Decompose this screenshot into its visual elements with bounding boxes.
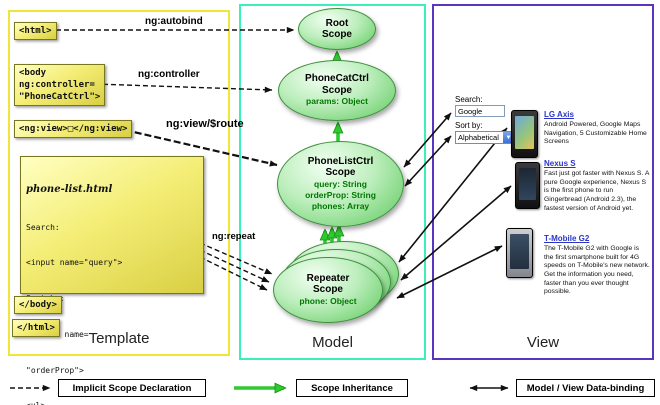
phone-desc-lg-axis: Android Powered, Google Maps Navigation,… [544,121,647,146]
phone-screen [510,234,529,269]
phone-screen [515,116,534,149]
root-scope-line1: Root [325,17,349,29]
arrow-bind-search [403,112,452,168]
phonelist-scope-title: PhoneListCtrl Scope [308,156,374,179]
phone-link-nexus-s[interactable]: Nexus S [544,159,576,168]
chevron-down-icon: ▼ [503,132,514,143]
body-open-line2: ng:controller= [19,80,95,91]
phonecat-scope-line1: PhoneCatCtrl [305,73,369,85]
repeater-scope-line2: Scope [312,284,343,296]
template-panel-label: Template [88,330,150,347]
phonelist-scope-prop-query: query: String [314,178,367,189]
phone-desc-nexus-s: Fast just got faster with Nexus S. A pur… [544,170,650,212]
sort-label: Sort by: [455,121,483,130]
phone-image-lg-axis [511,110,538,158]
phone-screen [519,168,536,200]
legend-databinding-label: Model / View Data-binding [526,382,645,394]
phone-list-template-box: phone-list.html Search: <input name="que… [20,156,204,405]
legend-implicit-scope-declaration: Implicit Scope Declaration [58,379,206,397]
model-panel-label: Model [312,334,353,351]
sort-select[interactable]: Alphabetical ▼ [455,131,515,144]
repeater-scope-prop: phone: Object [299,295,357,306]
phonecat-scope-line2: Scope [321,84,352,96]
arrow-bind-phone-2 [400,185,512,281]
body-open-tag: <body ng:controller= "PhoneCatCtrl"> [14,64,106,107]
phone-list-title: phone-list.html [26,184,113,196]
arrow-bind-phone-3 [396,245,503,299]
label-ng-repeat: ng:repeat [212,231,256,242]
phonelist-scope-line2: Scope [325,167,356,179]
arrow-bind-phone-1 [398,127,508,263]
body-open-line3: "PhoneCatCtrl"> [19,92,101,103]
label-ng-controller: ng:controller [138,69,200,80]
phone-link-tmobile-g2[interactable]: T-Mobile G2 [544,234,590,243]
ng-view-tag: <ng:view>□</ng:view> [14,120,133,139]
label-ng-view-route: ng:view/$route [166,118,244,130]
html-open-tag: <html> [14,22,57,41]
repeater-scope-line1: Repeater [306,272,350,284]
arrow-ng-repeat-3 [199,256,268,291]
repeater-scope-title: Repeater Scope [307,273,350,296]
phone-image-tmobile-g2 [506,228,533,278]
legend-model-view-databinding: Model / View Data-binding [516,379,655,397]
code-line: "orderProp"> [26,365,84,375]
code-line: <input name="query"> [26,258,123,268]
arrow-ng-controller [94,83,273,93]
phonecat-scope-title: PhoneCatCtrl Scope [305,73,369,96]
body-close-tag: </body> [14,296,62,315]
phone-link-lg-axis[interactable]: LG Axis [544,110,574,119]
phone-desc-tmobile-g2: The T-Mobile G2 with Google is the first… [544,245,650,296]
template-panel [8,10,230,356]
sort-select-value: Alphabetical [458,133,499,142]
code-line: <ul> [26,400,198,405]
arrow-ng-view-route [124,128,278,167]
phonecat-scope-prop: params: Object [306,96,368,107]
phonecat-scope-node: PhoneCatCtrl Scope params: Object [278,60,396,121]
phone-image-nexus-s [515,162,540,209]
repeater-scope-node: Repeater Scope phone: Object [273,257,383,323]
root-scope-title: Root Scope [322,18,352,41]
root-scope-node: Root Scope [298,8,376,50]
legend-scope-inheritance: Scope Inheritance [296,379,408,397]
phonelist-scope-prop-phones: phones: Array [311,201,370,212]
html-close-tag: </html> [12,319,60,338]
root-scope-line2: Scope [321,29,352,40]
body-open-line1: <body [19,68,47,78]
code-line: Search: [26,222,60,232]
legend-inheritance-label: Scope Inheritance [311,382,393,394]
phonelist-scope-line1: PhoneListCtrl [307,155,374,167]
label-ng-autobind: ng:autobind [145,16,203,27]
phonelist-scope-prop-orderprop: orderProp: String [305,189,376,200]
arrow-ng-repeat-2 [199,249,270,283]
legend-implicit-label: Implicit Scope Declaration [72,382,192,394]
arrow-bind-sort [404,135,452,187]
view-panel-label: View [526,334,560,351]
phonelist-scope-node: PhoneListCtrl Scope query: String orderP… [277,141,404,227]
arrow-ng-repeat-1 [199,242,273,275]
search-input[interactable] [455,105,505,117]
search-label: Search: [455,95,483,104]
